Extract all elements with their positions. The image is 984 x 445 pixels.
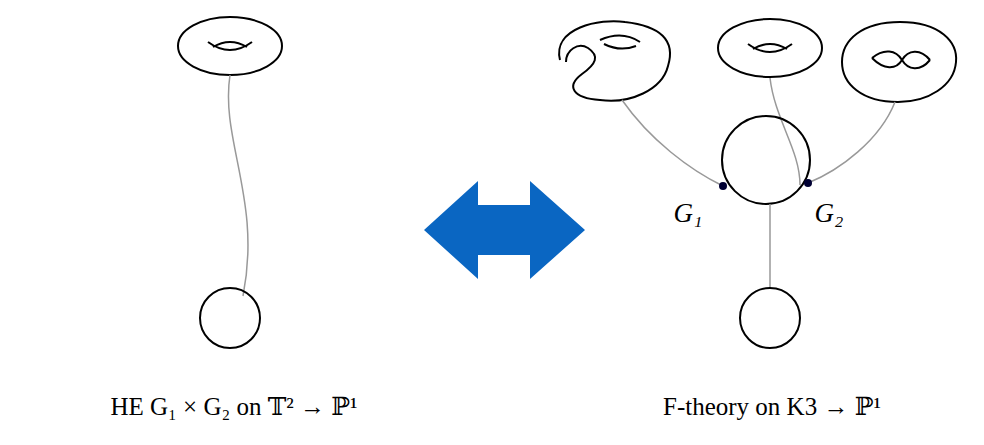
fiber-line: [228, 75, 248, 296]
base-circle: [200, 288, 260, 348]
torus-smooth: [718, 19, 822, 77]
torus-pinched-left: [559, 21, 670, 101]
group-label: G₁: [674, 199, 703, 229]
torus-left: [178, 17, 282, 75]
singular-point: [719, 182, 727, 190]
fiber-line: [622, 100, 723, 186]
fiber-line: [770, 78, 800, 185]
fiber-line: [769, 204, 771, 288]
caption-label: F-theory on K3 → ℙ¹: [663, 393, 881, 421]
moduli-circle: [722, 116, 810, 204]
base-circle: [740, 288, 800, 348]
caption-label: HE G₁ × G₂ on 𝕋² → ℙ¹: [110, 393, 357, 421]
fiber-line: [808, 102, 895, 183]
torus-pinched-right: [842, 22, 956, 102]
double-arrow: [424, 181, 585, 279]
group-label: G₂: [815, 199, 844, 229]
singular-point: [804, 179, 812, 187]
